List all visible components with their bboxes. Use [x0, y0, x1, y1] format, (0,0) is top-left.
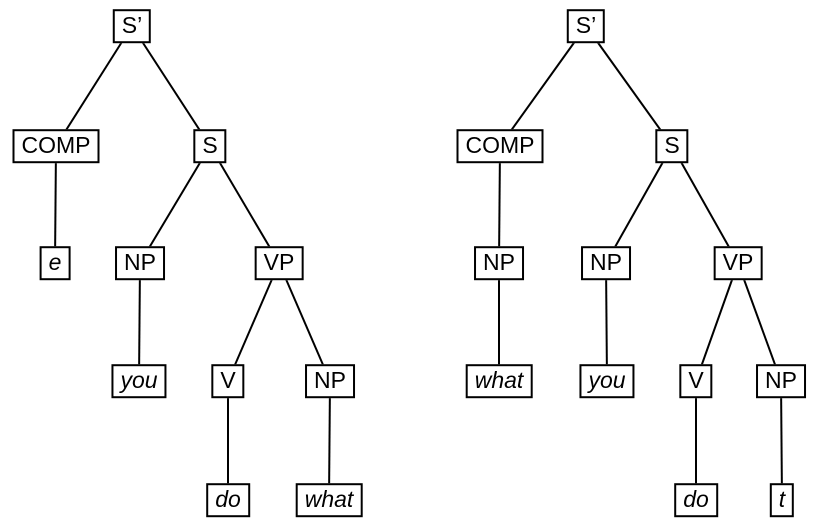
- tree-edge-s-vp: [671, 145, 739, 264]
- tree-node-left-syntax-tree-you: you: [111, 364, 167, 398]
- tree-node-left-syntax-tree-e: e: [39, 246, 71, 280]
- tree-edge-np3-t: [780, 380, 783, 501]
- tree-edge-comp-np1: [498, 145, 501, 264]
- tree-node-right-syntax-tree-sbar: S’: [566, 9, 606, 43]
- tree-edge-np2-what: [328, 380, 331, 501]
- tree-node-left-syntax-tree-comp: COMP: [12, 129, 100, 163]
- tree-node-left-syntax-tree-np1: NP: [115, 246, 165, 280]
- tree-edge-s-np1: [139, 145, 211, 264]
- tree-node-right-syntax-tree-you: you: [579, 364, 635, 398]
- tree-node-left-syntax-tree-sbar: S’: [112, 9, 152, 43]
- tree-node-right-syntax-tree-what: what: [465, 364, 533, 398]
- tree-edge-vp-np3: [737, 262, 782, 382]
- tree-edge-np1-you: [138, 262, 141, 382]
- tree-node-left-syntax-tree-vp: VP: [254, 246, 304, 280]
- tree-node-right-syntax-tree-vp: VP: [713, 246, 763, 280]
- tree-node-right-syntax-tree-comp: COMP: [456, 129, 544, 163]
- tree-node-left-syntax-tree-do: do: [206, 483, 250, 517]
- tree-node-right-syntax-tree-np1: NP: [474, 246, 524, 280]
- tree-node-right-syntax-tree-np2: NP: [581, 246, 631, 280]
- tree-node-right-syntax-tree-np3: NP: [756, 364, 806, 398]
- tree-node-right-syntax-tree-s: S: [655, 129, 689, 163]
- tree-edge-comp-e: [54, 145, 57, 264]
- tree-node-left-syntax-tree-v: V: [211, 364, 245, 398]
- tree-edge-sbar-s: [585, 25, 673, 147]
- tree-edge-s-np2: [605, 145, 673, 264]
- tree-edge-vp-v: [695, 262, 739, 382]
- tree-node-right-syntax-tree-t: t: [769, 483, 795, 517]
- tree-edge-s-vp: [209, 145, 280, 264]
- tree-node-left-syntax-tree-np2: NP: [305, 364, 355, 398]
- tree-node-left-syntax-tree-what: what: [295, 483, 363, 517]
- tree-node-right-syntax-tree-do: do: [674, 483, 718, 517]
- tree-node-left-syntax-tree-s: S: [193, 129, 227, 163]
- tree-edge-sbar-s: [131, 25, 211, 147]
- tree-node-right-syntax-tree-v: V: [679, 364, 713, 398]
- tree-edge-sbar-comp: [499, 25, 587, 147]
- tree-edge-vp-np2: [278, 262, 331, 382]
- tree-edge-sbar-comp: [55, 25, 133, 147]
- tree-edge-np2-you: [605, 262, 608, 382]
- tree-edge-vp-v: [227, 262, 280, 382]
